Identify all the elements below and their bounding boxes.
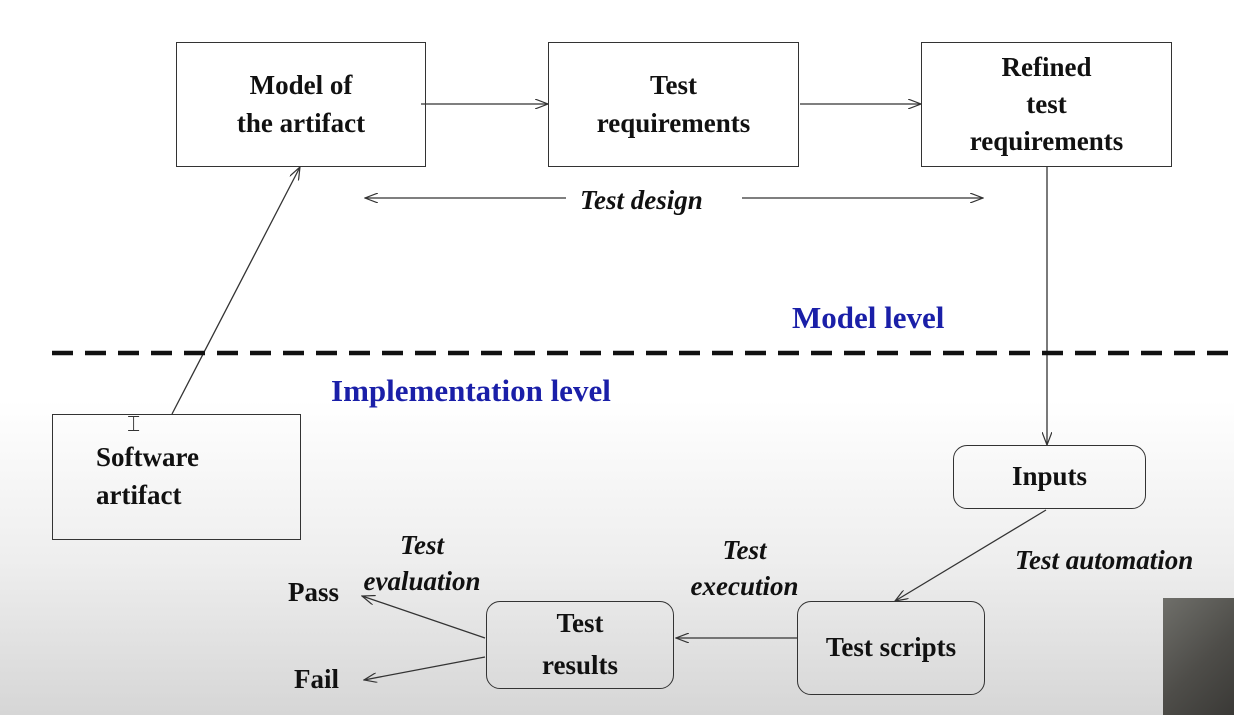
test-requirements-box: Test requirements	[548, 42, 799, 167]
arrow-software-to-model	[171, 167, 300, 415]
test-design-label: Test design	[580, 185, 703, 215]
text-cursor-icon: ⌶	[127, 412, 141, 437]
fail-label: Fail	[294, 664, 339, 694]
arrow-results-to-fail	[364, 656, 486, 680]
test-requirements-text: Test requirements	[596, 69, 751, 138]
software-artifact-text: Software artifact	[96, 442, 199, 510]
model-of-artifact-box: Model of the artifact	[176, 42, 426, 167]
software-artifact-box: Software artifact	[52, 414, 301, 540]
test-results-box: Test results	[486, 601, 674, 689]
refined-requirements-text: Refined test requirements	[969, 51, 1124, 157]
model-level-label: Model level	[792, 300, 945, 335]
arrow-results-to-pass	[362, 596, 486, 639]
test-scripts-box: Test scripts	[797, 601, 985, 695]
test-results-text: Test results	[541, 608, 618, 680]
webcam-overlay	[1163, 598, 1234, 715]
test-scripts-text: Test scripts	[825, 632, 957, 663]
refined-requirements-box: Refined test requirements	[921, 42, 1172, 167]
inputs-box: Inputs	[953, 445, 1146, 509]
test-automation-label: Test automation	[1015, 545, 1194, 575]
pass-label: Pass	[288, 577, 340, 607]
test-evaluation-label: Test evaluation	[363, 530, 481, 597]
implementation-level-label: Implementation level	[331, 373, 611, 408]
arrow-inputs-to-scripts	[895, 509, 1047, 601]
inputs-text: Inputs	[1011, 461, 1088, 492]
model-of-artifact-text: Model of the artifact	[236, 69, 366, 138]
test-execution-label: Test execution	[690, 535, 799, 602]
